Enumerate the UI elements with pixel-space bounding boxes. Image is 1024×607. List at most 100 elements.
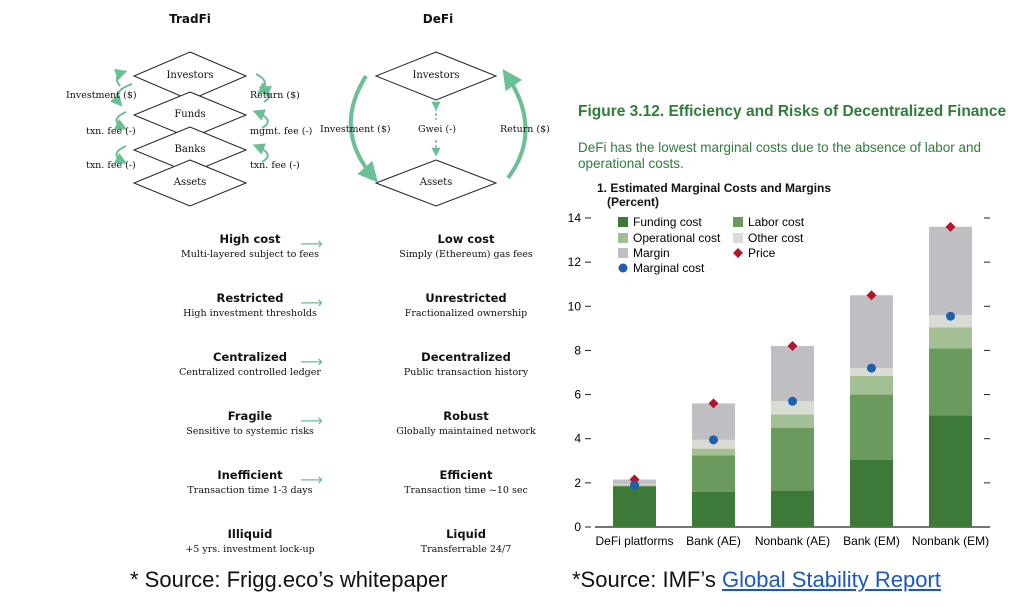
tradfi-title: TradFi bbox=[169, 12, 211, 26]
bar-segment-labor-cost bbox=[850, 394, 893, 460]
tradfi-txn-fee-label-2: txn. fee (-) bbox=[86, 160, 136, 171]
tradfi-investment-label: Investment ($) bbox=[66, 90, 137, 101]
legend-label: Labor cost bbox=[748, 215, 805, 229]
tradfi-trait-desc: Transaction time 1-3 days bbox=[187, 485, 313, 496]
price-marker bbox=[708, 398, 719, 409]
bar-segment-funding-cost bbox=[613, 486, 656, 527]
defi-investors-node bbox=[374, 51, 498, 101]
bar-segment-operational-cost bbox=[692, 448, 735, 456]
tradfi-trait-desc: Multi-layered subject to fees bbox=[181, 249, 319, 260]
x-tick-label: Nonbank (EM) bbox=[912, 534, 989, 548]
bar-segment-operational-cost bbox=[850, 375, 893, 395]
defi-trait-desc: Transaction time ~10 sec bbox=[404, 485, 528, 496]
defi-trait-title: Unrestricted bbox=[425, 291, 507, 305]
legend-swatch bbox=[733, 217, 743, 227]
bar-segment-other-cost bbox=[929, 315, 972, 328]
marginal-cost-marker bbox=[867, 363, 876, 373]
defi-trait-desc: Simply (Ethereum) gas fees bbox=[399, 249, 533, 260]
defi-title: DeFi bbox=[422, 12, 454, 26]
chart-subtitle: (Percent) bbox=[607, 195, 660, 209]
legend-swatch bbox=[618, 263, 628, 273]
global-stability-report-link[interactable]: Global Stability Report bbox=[721, 567, 941, 592]
legend-swatch bbox=[733, 248, 743, 258]
tradfi-txn-fee-label-1: txn. fee (-) bbox=[86, 126, 136, 137]
tradfi-trait-title: Restricted bbox=[216, 291, 284, 305]
tradfi-trait-desc: High investment thresholds bbox=[183, 308, 317, 319]
chart-title: 1. Estimated Marginal Costs and Margins bbox=[597, 181, 832, 195]
bar-segment-margin bbox=[929, 226, 972, 316]
y-tick-label: 12 bbox=[568, 255, 582, 269]
bar-segment-margin bbox=[771, 346, 814, 402]
bar-segment-funding-cost bbox=[929, 415, 972, 527]
y-tick-label: 14 bbox=[568, 211, 582, 225]
defi-node-investors: Investors bbox=[412, 70, 460, 81]
tradfi-node-funds: Funds bbox=[174, 109, 206, 120]
arrow-icon: ⟶ bbox=[300, 352, 323, 371]
arrow-icon: ⟶ bbox=[300, 293, 323, 312]
x-tick-label: DeFi platforms bbox=[595, 534, 673, 548]
defi-investment-label: Investment ($) bbox=[320, 124, 391, 135]
tradfi-return-label: Return ($) bbox=[250, 90, 300, 101]
y-tick-label: 2 bbox=[574, 476, 581, 490]
tradfi-trait-desc: Centralized controlled ledger bbox=[179, 367, 321, 378]
defi-trait-title: Robust bbox=[443, 409, 489, 423]
defi-assets-node bbox=[374, 159, 498, 207]
arrow-icon: ⟶ bbox=[300, 234, 323, 253]
bar-segment-operational-cost bbox=[771, 414, 814, 428]
defi-trait-title: Liquid bbox=[446, 527, 486, 541]
tradfi-trait-title: Illiquid bbox=[227, 527, 273, 541]
marginal-cost-marker bbox=[788, 396, 797, 406]
bar-segment-funding-cost bbox=[692, 491, 735, 527]
defi-node-assets: Assets bbox=[419, 177, 453, 188]
tradfi-txn-fee-label-3: txn. fee (-) bbox=[250, 160, 300, 171]
defi-trait-desc: Globally maintained network bbox=[396, 426, 536, 437]
legend-swatch bbox=[733, 233, 743, 243]
price-marker bbox=[787, 341, 798, 352]
y-tick-label: 0 bbox=[574, 520, 581, 534]
y-tick-label: 8 bbox=[574, 343, 581, 357]
y-tick-label: 6 bbox=[574, 388, 581, 402]
y-tick-label: 4 bbox=[574, 432, 581, 446]
comparison-row: Illiquid+5 yrs. investment lock-up Liquid… bbox=[60, 527, 580, 567]
left-source-text: * Source: Frigg.eco’s whitepaper bbox=[130, 567, 448, 592]
tradfi-assets-node bbox=[132, 159, 248, 207]
defi-return-label: Return ($) bbox=[500, 124, 550, 135]
bar-segment-operational-cost bbox=[929, 327, 972, 349]
bar-segment-labor-cost bbox=[771, 427, 814, 491]
legend-swatch bbox=[618, 217, 628, 227]
right-source-prefix: *Source: IMF’s bbox=[572, 567, 722, 592]
x-tick-label: Bank (EM) bbox=[843, 534, 900, 548]
tradfi-trait-title: Centralized bbox=[213, 350, 287, 364]
bar-segment-other-cost bbox=[771, 401, 814, 415]
legend-label: Margin bbox=[633, 246, 670, 260]
tradfi-trait-title: Inefficient bbox=[217, 468, 283, 482]
marginal-cost-marker bbox=[946, 311, 955, 321]
x-tick-label: Nonbank (AE) bbox=[755, 534, 830, 548]
figure-title: Figure 3.12. Efficiency and Risks of Dec… bbox=[578, 103, 1007, 120]
legend-label: Price bbox=[748, 246, 776, 260]
bar-segment-labor-cost bbox=[692, 455, 735, 492]
marginal-cost-marker bbox=[630, 480, 639, 490]
tradfi-trait-title: Fragile bbox=[227, 409, 273, 423]
bar-segment-margin bbox=[692, 403, 735, 440]
x-tick-label: Bank (AE) bbox=[686, 534, 741, 548]
defi-trait-desc: Fractionalized ownership bbox=[404, 308, 528, 319]
y-tick-label: 10 bbox=[568, 299, 582, 313]
tradfi-trait: Illiquid+5 yrs. investment lock-up bbox=[140, 527, 360, 555]
legend-label: Other cost bbox=[748, 231, 804, 245]
legend-label: Marginal cost bbox=[633, 261, 705, 275]
bar-segment-funding-cost bbox=[771, 490, 814, 527]
bar-segment-labor-cost bbox=[929, 348, 972, 416]
arrow-icon: ⟶ bbox=[300, 411, 323, 430]
